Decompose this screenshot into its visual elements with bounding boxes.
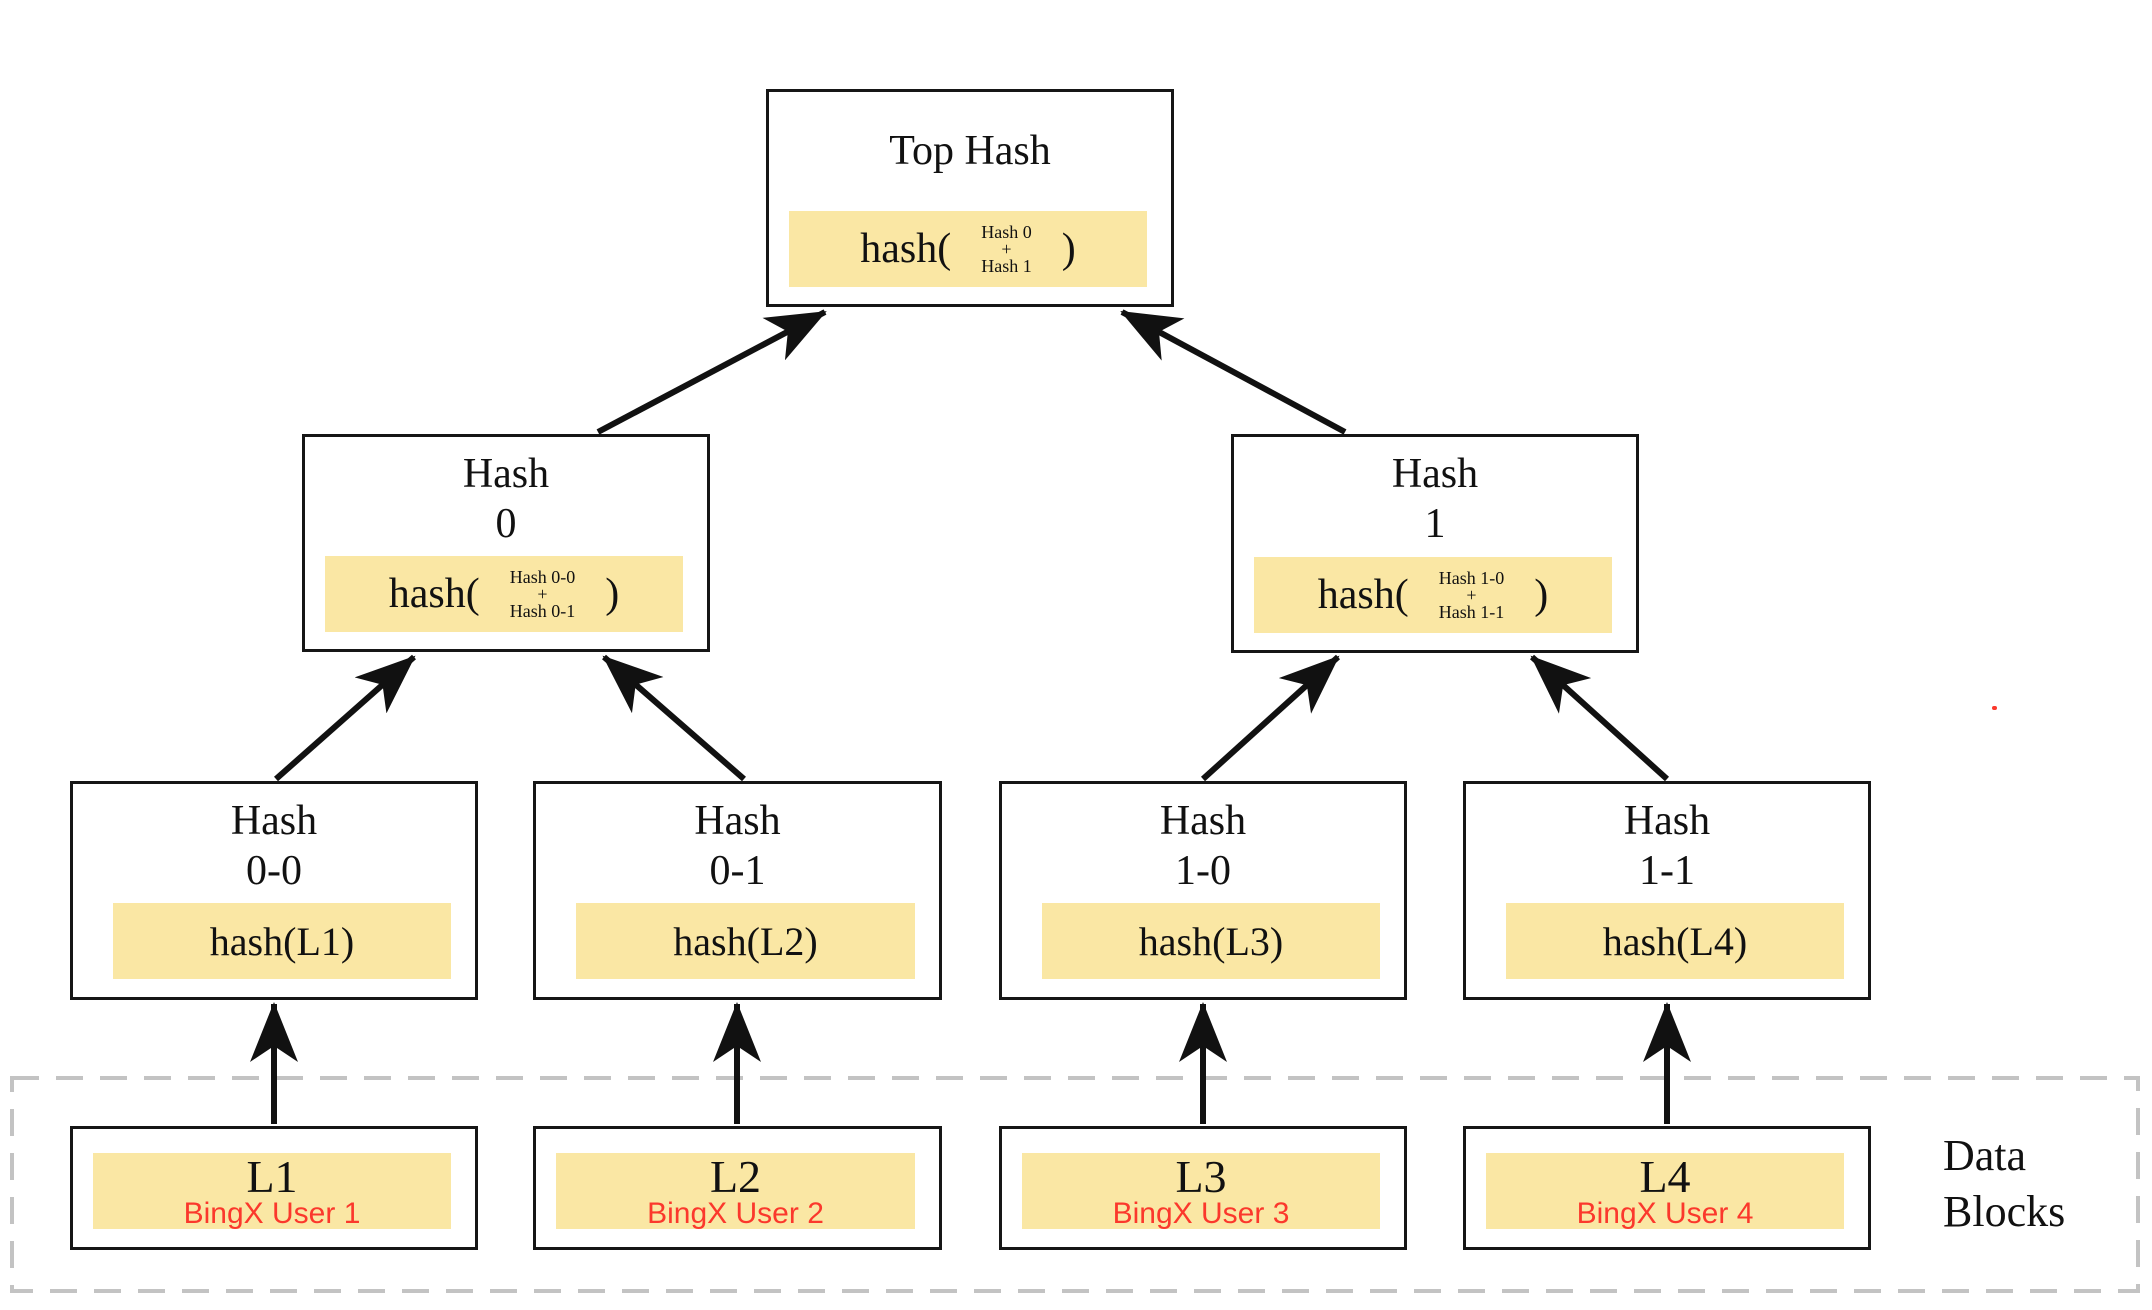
hash-arg-operator: + [1001,238,1012,259]
block-owner: BingX User 3 [1112,1197,1290,1230]
hash-arg-bottom: Hash 1-1 [1438,601,1505,622]
title-line1: Hash [230,798,318,844]
title-line1: Hash [1623,798,1711,844]
data-block-l3: L3 BingX User 3 [999,1126,1407,1250]
block-label: L3 [1175,1151,1227,1202]
node-top-hash: Top Hash hash( Hash 0 + Hash 1 ) [766,89,1174,307]
hash-fn-open: hash( [860,226,952,272]
hash-arg-top: Hash 0-0 [509,566,576,587]
arrow-hash-0-0-to-hash-0 [274,654,416,782]
hash-arg-bottom: Hash 0-1 [509,600,576,621]
hash-arg-top: Hash 0 [981,221,1032,242]
hash-arg-operator: + [537,583,548,604]
title-line2: 1 [1424,501,1446,547]
hash-arg-bottom: Hash 1 [981,255,1032,276]
node-top-hash-title: Top Hash [889,128,1051,174]
node-hash-0-1-formula: hash(L2) [576,903,915,979]
red-speck [1992,706,1997,710]
data-blocks-label: Data Blocks [1943,1128,2065,1240]
title-line2: 0-0 [246,848,302,894]
hash-label: hash(L4) [1602,918,1748,964]
hash-fn-open: hash( [388,571,480,617]
node-hash-1-1: Hash 1-1 hash(L4) [1463,781,1871,1000]
block-label: L1 [246,1151,298,1202]
data-block-l2-fill: L2 BingX User 2 [556,1153,915,1229]
title-line1: Hash [1391,451,1479,497]
node-hash-1-1-formula: hash(L4) [1506,903,1844,979]
hash-label: hash(L1) [209,918,355,964]
arrow-hash-0-to-top-hash [596,309,827,435]
node-hash-1-0-formula: hash(L3) [1042,903,1380,979]
hash-arg-operator: + [1466,584,1477,605]
hash-fn-open: hash( [1317,572,1409,618]
block-label: L4 [1639,1151,1691,1202]
node-hash-0-formula: hash( Hash 0-0 + Hash 0-1 ) [325,556,683,632]
hash-arg-top: Hash 1-0 [1438,567,1505,588]
arrow-hash-1-to-top-hash [1120,309,1347,435]
title-line1: Hash [462,451,550,497]
title-line1: Hash [694,798,781,844]
node-hash-1-0: Hash 1-0 hash(L3) [999,781,1407,1000]
node-hash-1-0-title: Hash 1-0 [1002,796,1404,896]
node-hash-0-0-title: Hash 0-0 [73,796,475,896]
data-block-l4: L4 BingX User 4 [1463,1126,1871,1250]
arrow-hash-1-0-to-hash-1 [1200,654,1341,782]
block-label: L2 [709,1151,762,1202]
node-hash-0-0: Hash 0-0 hash(L1) [70,781,478,1000]
node-hash-0-1: Hash 0-1 hash(L2) [533,781,942,1000]
node-hash-1-1-title: Hash 1-1 [1466,796,1868,896]
node-hash-1-formula: hash( Hash 1-0 + Hash 1-1 ) [1254,557,1612,633]
title-line2: 1-1 [1639,848,1695,894]
title-line2: 0 [495,501,517,547]
node-hash-0-title: Hash 0 [305,449,707,549]
node-hash-0: Hash 0 hash( Hash 0-0 + Hash 0-1 ) [302,434,710,652]
block-owner: BingX User 1 [183,1197,361,1230]
hash-fn-close: ) [1534,572,1549,618]
hash-label: hash(L2) [673,918,818,964]
title-line2: 0-1 [709,848,766,894]
title-line1: Hash [1159,798,1247,844]
node-hash-1-title: Hash 1 [1234,449,1636,549]
block-owner: BingX User 4 [1576,1197,1754,1230]
node-hash-0-1-title: Hash 0-1 [536,796,939,896]
hash-args: Hash 0-0 + Hash 0-1 [509,566,576,621]
hash-fn-close: ) [605,571,620,617]
data-block-l1: L1 BingX User 1 [70,1126,478,1250]
data-blocks-label-line1: Data [1943,1131,2027,1180]
hash-args: Hash 1-0 + Hash 1-1 [1438,567,1505,622]
data-block-l2: L2 BingX User 2 [533,1126,942,1250]
title-line2: 1-0 [1175,848,1231,894]
hash-args: Hash 0 + Hash 1 [981,221,1032,276]
data-block-l4-fill: L4 BingX User 4 [1486,1153,1844,1229]
data-block-l1-fill: L1 BingX User 1 [93,1153,451,1229]
hash-fn-close: ) [1061,226,1076,272]
block-owner: BingX User 2 [647,1197,824,1230]
hash-label: hash(L3) [1138,918,1284,964]
node-hash-1: Hash 1 hash( Hash 1-0 + Hash 1-1 ) [1231,434,1639,653]
data-blocks-label-line2: Blocks [1943,1187,2066,1236]
node-top-hash-formula: hash( Hash 0 + Hash 1 ) [789,211,1147,287]
data-block-l3-fill: L3 BingX User 3 [1022,1153,1380,1229]
node-hash-0-0-formula: hash(L1) [113,903,451,979]
arrow-hash-0-1-to-hash-0 [602,654,746,782]
arrow-hash-1-1-to-hash-1 [1529,654,1670,782]
